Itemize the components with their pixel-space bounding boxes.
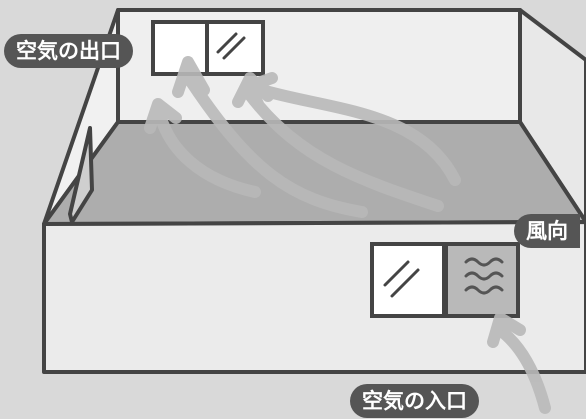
wind-wave-icon — [464, 257, 504, 295]
airflow-arrow-inlet — [494, 324, 551, 414]
airflow-arrow-2 — [244, 89, 444, 212]
outlet-window — [151, 20, 265, 76]
floor — [42, 120, 586, 226]
air-inlet-label: 空気の入口 — [350, 384, 479, 418]
airflow-arrows — [144, 56, 551, 414]
right-wall — [518, 8, 586, 224]
air-outlet-label: 空気の出口 — [4, 34, 133, 68]
door — [68, 126, 94, 224]
wind-direction-label: 風向 — [514, 214, 580, 248]
airflow-arrow-1 — [184, 74, 368, 218]
airflow-arrow-3 — [256, 84, 461, 186]
inlet-window — [370, 242, 520, 318]
airflow-arrow-4 — [154, 109, 261, 198]
